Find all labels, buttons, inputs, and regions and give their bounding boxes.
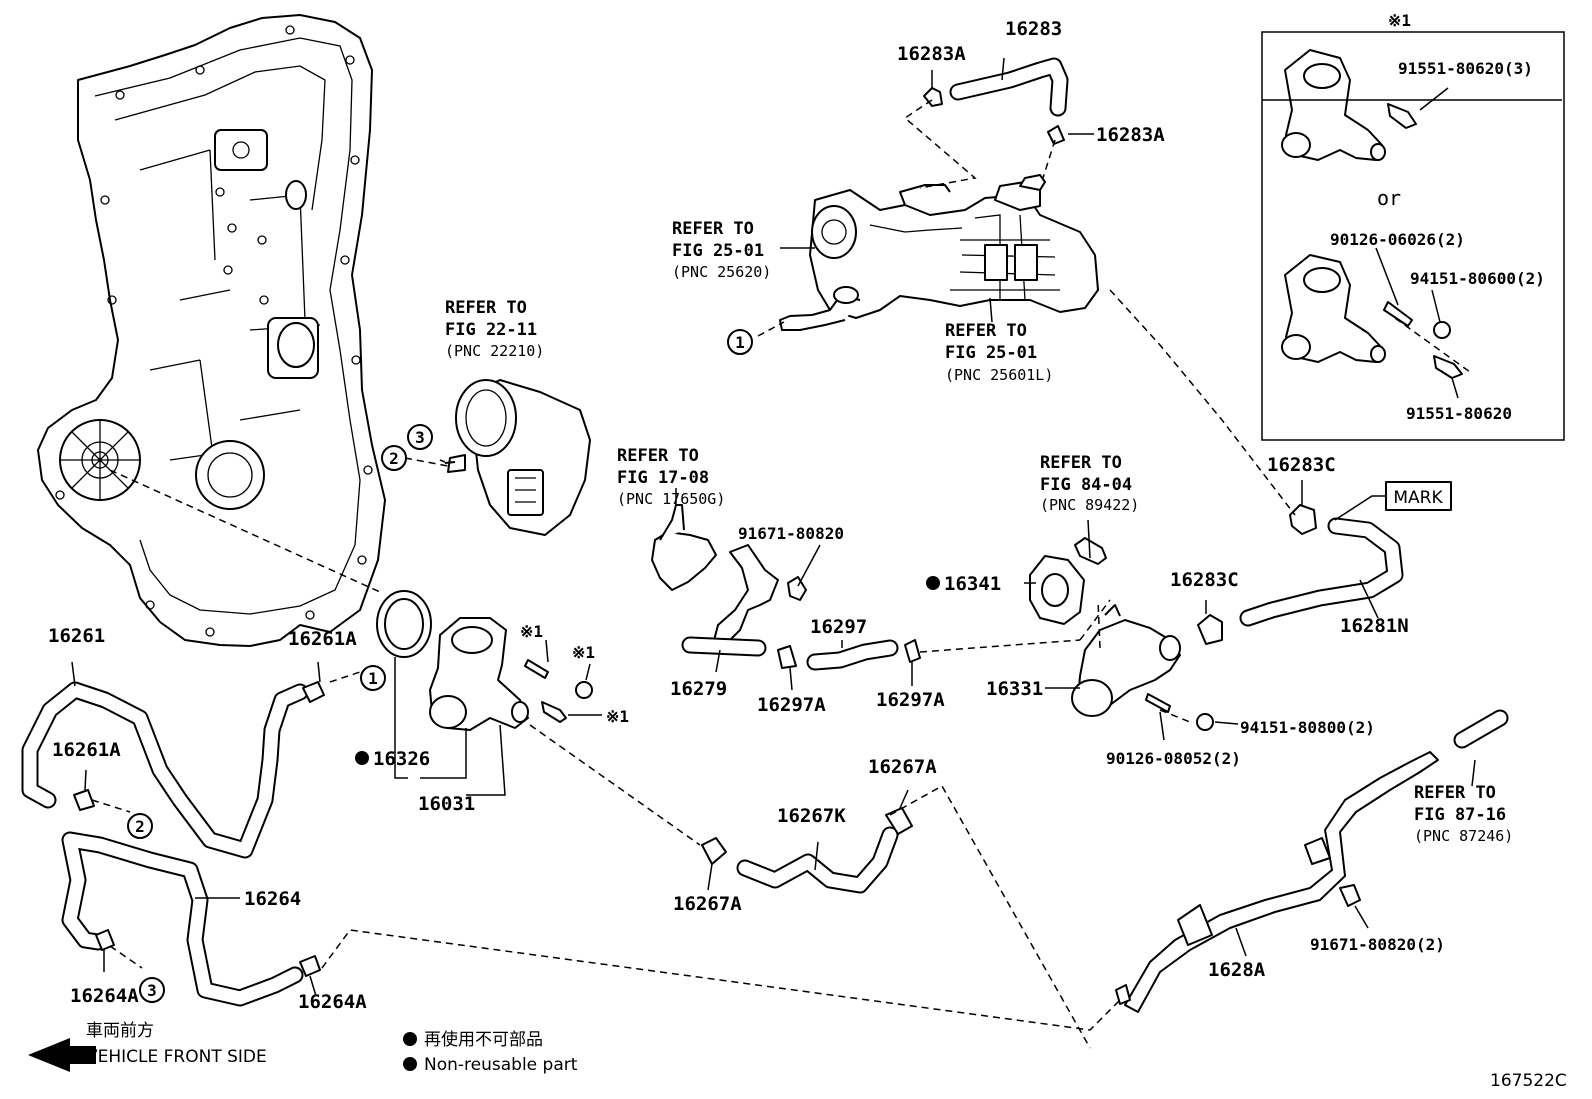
label-16297A-right: 16297A bbox=[876, 689, 945, 711]
clamps bbox=[73, 87, 1317, 1005]
star-note-2: ※1 bbox=[572, 643, 595, 662]
front-side-jp: 車両前方 bbox=[86, 1021, 154, 1041]
label-16283C-top: 16283C bbox=[1267, 454, 1336, 476]
hoses bbox=[21, 57, 1509, 1007]
ref-25601L-line2: FIG 25-01 bbox=[945, 343, 1037, 363]
water-pipe-1628A bbox=[1124, 751, 1439, 1013]
label-91671-80820-2: 91671-80820(2) bbox=[1310, 935, 1445, 954]
ref-25601L-line3: (PNC 25601L) bbox=[945, 366, 1053, 384]
ref-89422-line3: (PNC 89422) bbox=[1040, 496, 1139, 514]
label-94151-80800: 94151-80800(2) bbox=[1240, 718, 1375, 737]
label-16283C-mid: 16283C bbox=[1170, 569, 1239, 591]
ref-87246-line3: (PNC 87246) bbox=[1414, 827, 1513, 845]
label-16267K: 16267K bbox=[777, 805, 846, 827]
ref-22210-line1: REFER TO bbox=[445, 298, 527, 318]
label-16279: 16279 bbox=[670, 678, 727, 700]
nonreusable-dot-legend-2 bbox=[403, 1057, 417, 1071]
marker-circle-1-egr: 1 bbox=[735, 333, 745, 352]
gasket-16341 bbox=[1029, 555, 1085, 625]
label-16297A-left: 16297A bbox=[757, 694, 826, 716]
label-16326: 16326 bbox=[373, 748, 430, 770]
label-1628A: 1628A bbox=[1208, 959, 1266, 981]
label-16267A-bottom: 16267A bbox=[673, 893, 742, 915]
label-16264A-left: 16264A bbox=[70, 985, 139, 1007]
label-91671-80820: 91671-80820 bbox=[738, 524, 844, 543]
nonreusable-dot-16341 bbox=[926, 576, 940, 590]
part-labels: 16283 16283A 16283A REFER TO FIG 25-01 (… bbox=[48, 11, 1545, 1013]
ref-25620-line2: FIG 25-01 bbox=[672, 241, 764, 261]
marker-circle-3-throttle: 3 bbox=[415, 428, 425, 447]
ref-25601L-line1: REFER TO bbox=[945, 321, 1027, 341]
throttle-body bbox=[444, 379, 591, 536]
front-side-en: VEHICLE FRONT SIDE bbox=[86, 1047, 267, 1067]
marker-circle-2-hose: 2 bbox=[135, 817, 145, 836]
ref-22210-line2: FIG 22-11 bbox=[445, 320, 537, 340]
mark-box bbox=[1385, 481, 1452, 511]
label-94151-80600-2: 94151-80600(2) bbox=[1410, 269, 1545, 288]
star-note-1: ※1 bbox=[520, 622, 543, 641]
label-90126-08052: 90126-08052(2) bbox=[1106, 749, 1241, 768]
label-16031: 16031 bbox=[418, 793, 475, 815]
ref-17650G-line3: (PNC 17650G) bbox=[617, 490, 725, 508]
ref-17650G-line1: REFER TO bbox=[617, 446, 699, 466]
detail-inset bbox=[1261, 31, 1565, 441]
label-16331: 16331 bbox=[986, 678, 1043, 700]
ref-17650G-line2: FIG 17-08 bbox=[617, 468, 709, 488]
ref-25620-line3: (PNC 25620) bbox=[672, 263, 771, 281]
label-16261: 16261 bbox=[48, 625, 105, 647]
label-16281N: 16281N bbox=[1340, 615, 1409, 637]
ref-25620-line1: REFER TO bbox=[672, 219, 754, 239]
leader-lines bbox=[71, 57, 1562, 1049]
label-90126-06026-2: 90126-06026(2) bbox=[1330, 230, 1465, 249]
engine-timing-cover bbox=[37, 14, 386, 647]
mark-label: MARK bbox=[1393, 488, 1443, 508]
vsv-bracket bbox=[651, 504, 779, 657]
marker-circle-3-hose: 3 bbox=[147, 981, 157, 1000]
front-arrow-icon bbox=[28, 1038, 96, 1072]
label-16267A-top: 16267A bbox=[868, 756, 937, 778]
water-inlet-housing bbox=[376, 590, 529, 731]
water-outlet-housing bbox=[1071, 604, 1181, 717]
nonreusable-dot-16326 bbox=[355, 751, 369, 765]
label-16264: 16264 bbox=[244, 888, 301, 910]
nonreusable-dot-legend-1 bbox=[403, 1032, 417, 1046]
star-note-3: ※1 bbox=[606, 707, 629, 726]
label-16341: 16341 bbox=[944, 573, 1001, 595]
fasteners bbox=[524, 103, 1463, 907]
label-91551-80620: 91551-80620 bbox=[1406, 404, 1512, 423]
egr-cooler-assembly bbox=[779, 174, 1099, 331]
reference-markers: 1 3 2 1 2 3 bbox=[127, 329, 753, 1003]
label-16261A-left: 16261A bbox=[52, 739, 121, 761]
label-16297: 16297 bbox=[810, 616, 867, 638]
ref-22210-line3: (PNC 22210) bbox=[445, 342, 544, 360]
label-16283: 16283 bbox=[1005, 18, 1062, 40]
nonreusable-en: Non-reusable part bbox=[424, 1055, 578, 1075]
label-16261A-top: 16261A bbox=[288, 628, 357, 650]
label-16283A-top: 16283A bbox=[897, 43, 966, 65]
temp-sensor bbox=[1074, 537, 1107, 565]
inset-star-note: ※1 bbox=[1388, 11, 1411, 30]
ref-89422-line1: REFER TO bbox=[1040, 453, 1122, 473]
figure-id: 167522C bbox=[1490, 1071, 1567, 1091]
label-91551-80620-3: 91551-80620(3) bbox=[1398, 59, 1533, 78]
legend: 車両前方 VEHICLE FRONT SIDE 再使用不可部品 Non-reus… bbox=[28, 1021, 1567, 1091]
label-16264A-right: 16264A bbox=[298, 991, 367, 1013]
marker-circle-2-throttle: 2 bbox=[389, 449, 399, 468]
label-16283A-right: 16283A bbox=[1096, 124, 1165, 146]
ref-87246-line1: REFER TO bbox=[1414, 783, 1496, 803]
ref-87246-line2: FIG 87-16 bbox=[1414, 805, 1506, 825]
marker-circle-1-hose: 1 bbox=[368, 669, 378, 688]
nonreusable-jp: 再使用不可部品 bbox=[424, 1029, 543, 1050]
inset-or: or bbox=[1377, 186, 1401, 210]
ref-89422-line2: FIG 84-04 bbox=[1040, 475, 1132, 495]
